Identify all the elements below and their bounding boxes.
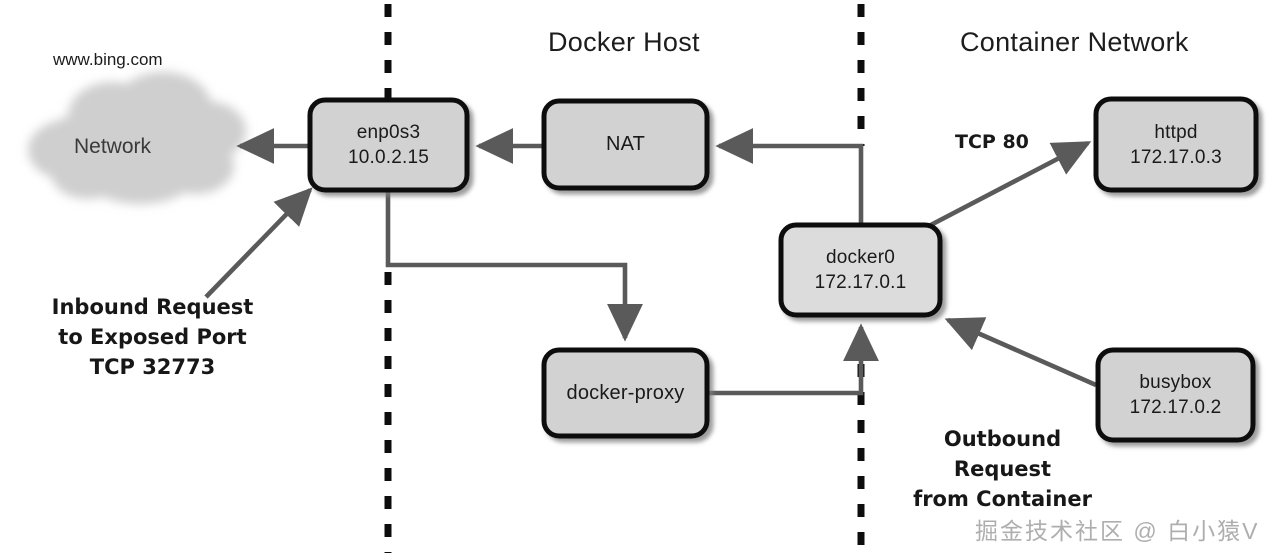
node-box-docker-proxy[interactable] — [541, 347, 710, 439]
network-cloud-label: Network — [74, 135, 152, 158]
annotation-inbound-line2: to Exposed Port — [58, 325, 247, 349]
node-box-enp0s3[interactable] — [307, 97, 470, 193]
edge-inbound-request-to-enp0s3 — [204, 187, 313, 299]
annotation-outbound-line3: from Container — [913, 487, 1092, 511]
node-box-httpd[interactable] — [1093, 96, 1259, 193]
node-box-busybox[interactable] — [1095, 347, 1256, 443]
edge-docker-proxy-to-docker0 — [708, 323, 879, 396]
network-cloud — [28, 72, 246, 204]
watermark-label: 掘金技术社区 @ 白小猿V — [975, 518, 1260, 544]
title-container-network: Container Network — [960, 27, 1189, 57]
edge-label-tcp-80: TCP 80 — [955, 131, 1029, 153]
annotation-inbound-request: Inbound Request to Exposed Port TCP 3277… — [15, 292, 290, 382]
edge-busybox-to-docker0 — [944, 317, 1097, 388]
edge-docker0-to-httpd — [923, 140, 1092, 231]
edge-docker0-to-nat — [715, 128, 864, 224]
external-url-label: www.bing.com — [53, 50, 163, 69]
annotation-outbound-line2: Request — [953, 457, 1052, 481]
title-docker-host: Docker Host — [548, 27, 700, 57]
annotation-inbound-line1: Inbound Request — [51, 295, 254, 319]
annotation-outbound-line1: Outbound — [943, 427, 1062, 451]
node-box-docker0[interactable] — [778, 222, 943, 318]
annotation-inbound-line3: TCP 32773 — [89, 355, 216, 379]
edge-enp0s3-to-docker-proxy — [385, 191, 643, 342]
annotation-outbound-request: Outbound Request from Container — [900, 424, 1105, 514]
node-box-nat[interactable] — [541, 98, 710, 191]
